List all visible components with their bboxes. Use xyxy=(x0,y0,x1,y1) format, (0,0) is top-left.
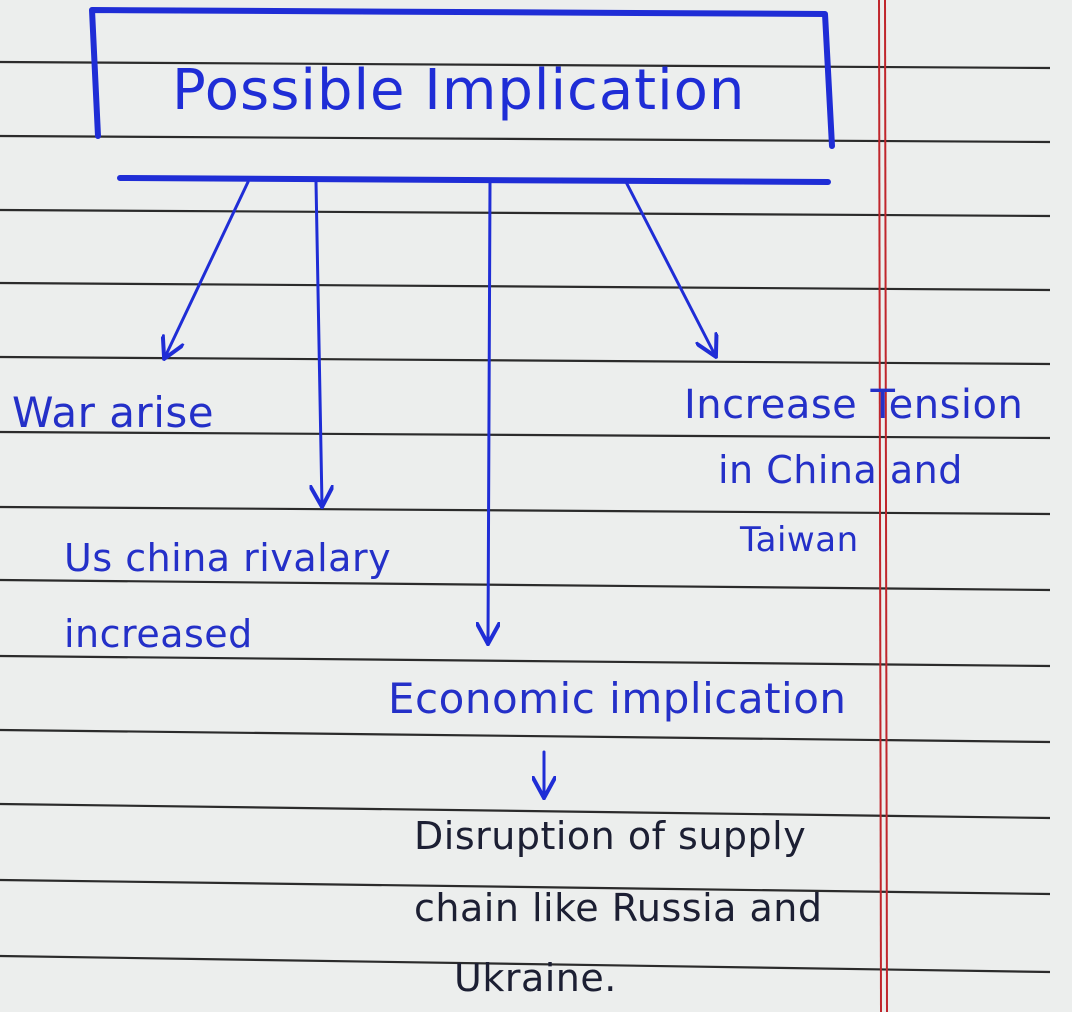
rule-line xyxy=(0,954,1051,974)
rule-line xyxy=(0,134,1051,144)
rule-line xyxy=(0,578,1051,592)
connector-arrows xyxy=(165,180,715,796)
margin-line xyxy=(878,0,888,1012)
arrow-to-war xyxy=(165,180,250,357)
ruled-lines xyxy=(0,60,1051,974)
rule-line xyxy=(0,60,1051,70)
arrow-to-economic xyxy=(488,180,490,642)
rule-line xyxy=(0,430,1051,440)
rule-line xyxy=(0,355,1051,366)
arrow-to-rivalry xyxy=(316,180,322,505)
arrow-to-tension xyxy=(624,180,715,355)
rule-line xyxy=(0,281,1051,292)
rule-line xyxy=(0,728,1051,744)
node-supply-line2: chain like Russia and xyxy=(414,886,823,930)
diagram-title: Possible Implication xyxy=(172,58,746,123)
node-rivalry-line1: Us china rivalary xyxy=(64,536,392,580)
node-rivalry-line2: increased xyxy=(64,612,253,656)
node-supply-line3: Ukraine. xyxy=(454,956,617,1000)
title-underline xyxy=(117,175,831,185)
rule-line xyxy=(0,802,1051,820)
node-supply-line1: Disruption of supply xyxy=(414,814,807,858)
node-tension-line3: Taiwan xyxy=(740,520,859,560)
node-tension-line2: in China and xyxy=(718,448,963,492)
title-box xyxy=(89,7,835,149)
node-economic: Economic implication xyxy=(388,674,847,723)
rule-line xyxy=(0,208,1051,218)
node-tension-line1: Increase Tension xyxy=(684,382,1024,428)
rule-line xyxy=(0,878,1051,896)
rule-line xyxy=(0,654,1051,668)
node-war-arise: War arise xyxy=(12,388,215,437)
rule-line xyxy=(0,505,1051,516)
